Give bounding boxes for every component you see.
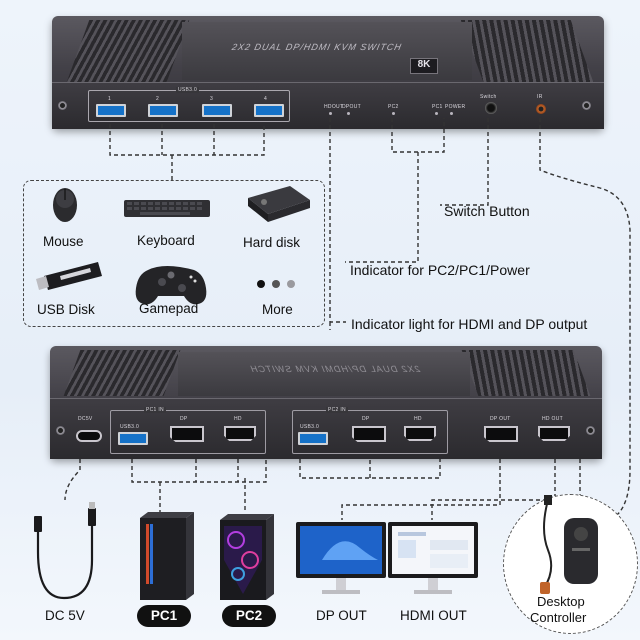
- pc2-dp-label: DP: [362, 416, 370, 422]
- heat-fins-left: [63, 350, 181, 396]
- usb-port-number-1: 1: [108, 96, 112, 102]
- dc-cable-icon: [34, 502, 96, 600]
- pc2-hd-label: HD: [414, 416, 422, 422]
- pc1-dp-port[interactable]: [170, 426, 204, 442]
- usb-port-2[interactable]: [148, 104, 178, 117]
- kvm-switch-top-view: 2X2 DUAL DP/HDMI KVM SWITCH 8K USB3.0 1 …: [52, 16, 604, 129]
- label-pc1: PC1: [137, 605, 191, 627]
- usb-port-number-4: 4: [264, 96, 268, 102]
- kvm-switch-rear-view: 2X2 DUAL DP/HDMI KVM SWITCH DC5V PC1 IN …: [50, 346, 602, 459]
- usb-port-4[interactable]: [254, 104, 284, 117]
- heat-fins-right: [461, 350, 591, 396]
- heat-fins-left: [66, 20, 190, 82]
- usb-connector-lines: [109, 124, 265, 180]
- led-pc2: [392, 112, 395, 115]
- usb-group-label: USB3.0: [176, 87, 200, 93]
- pc2-usb-port[interactable]: [298, 432, 328, 445]
- led-pc1: [435, 112, 438, 115]
- callout-indicator-output: Indicator light for HDMI and DP output: [351, 316, 588, 332]
- led-label-hdout: HDOUT: [324, 104, 344, 110]
- dp-out-port[interactable]: [484, 426, 518, 442]
- switch-button[interactable]: [485, 102, 497, 114]
- label-hdmi-out: HDMI OUT: [400, 608, 467, 623]
- pc1-in-label: PC1 IN: [144, 407, 166, 413]
- pc2-usb-label: USB3.0: [300, 424, 320, 430]
- pc2-dp-port[interactable]: [352, 426, 386, 442]
- screw-left-icon: [58, 101, 67, 110]
- ir-port[interactable]: [536, 104, 546, 114]
- hd-out-port[interactable]: [538, 426, 570, 441]
- led-callout-lines: [329, 118, 489, 330]
- led-label-dpout: DPOUT: [342, 104, 361, 110]
- pc2-hdmi-port[interactable]: [404, 426, 436, 441]
- pc1-dp-label: DP: [180, 416, 188, 422]
- label-desktop-controller-line2: Controller: [530, 610, 587, 625]
- peripheral-label-hard-disk: Hard disk: [243, 235, 301, 250]
- top-plate: [178, 352, 470, 396]
- label-dc-5v: DC 5V: [45, 608, 85, 623]
- label-pc2: PC2: [222, 605, 276, 627]
- badge-8k: 8K: [410, 58, 438, 74]
- screw-left-icon: [56, 426, 65, 435]
- label-desktop-controller-line1: Desktop: [537, 594, 585, 609]
- dc-usb-c-port[interactable]: [76, 430, 102, 442]
- usb-port-1[interactable]: [96, 104, 126, 117]
- led-dpout: [347, 112, 350, 115]
- label-dp-out: DP OUT: [316, 608, 367, 623]
- device-title-mirrored: 2X2 DUAL DP/HDMI KVM SWITCH: [248, 364, 421, 374]
- led-label-pc1: PC1: [432, 104, 443, 110]
- peripheral-label-gamepad: Gamepad: [139, 301, 199, 316]
- usb-port-number-2: 2: [156, 96, 160, 102]
- screw-right-icon: [582, 101, 591, 110]
- led-power: [450, 112, 453, 115]
- led-label-power: POWER: [445, 104, 466, 110]
- peripheral-label-keyboard: Keyboard: [137, 233, 195, 248]
- device-title: 2X2 DUAL DP/HDMI KVM SWITCH: [230, 42, 403, 52]
- pc1-tower-icon: [140, 512, 194, 600]
- peripherals-box: [23, 180, 325, 327]
- heat-fins-right: [460, 20, 594, 82]
- peripheral-label-usb-disk: USB Disk: [37, 302, 95, 317]
- pc1-hd-label: HD: [234, 416, 242, 422]
- switch-label: Switch: [480, 94, 497, 100]
- dc-port-label: DC5V: [78, 416, 93, 422]
- hdmi-out-monitor-icon: [388, 522, 478, 594]
- callout-switch-button: Switch Button: [444, 203, 530, 219]
- pc1-usb-port[interactable]: [118, 432, 148, 445]
- hd-out-label: HD OUT: [542, 416, 563, 422]
- pc1-in-group-frame: [110, 410, 266, 454]
- pc1-hdmi-port[interactable]: [224, 426, 256, 441]
- screw-right-icon: [586, 426, 595, 435]
- pc2-in-group-frame: [292, 410, 448, 454]
- pc1-usb-label: USB3.0: [120, 424, 140, 430]
- usb-port-number-3: 3: [210, 96, 214, 102]
- peripheral-label-mouse: Mouse: [43, 234, 84, 249]
- peripheral-label-more: More: [262, 302, 293, 317]
- dp-out-label: DP OUT: [490, 416, 511, 422]
- dp-out-monitor-icon: [296, 522, 386, 594]
- ir-label: IR: [537, 94, 543, 100]
- bottom-connector-lines: [64, 452, 581, 520]
- led-label-pc2: PC2: [388, 104, 399, 110]
- pc2-tower-icon: [220, 514, 274, 600]
- callout-indicator-pc: Indicator for PC2/PC1/Power: [350, 262, 530, 278]
- pc2-in-label: PC2 IN: [326, 407, 348, 413]
- usb-port-3[interactable]: [202, 104, 232, 117]
- led-hdout: [329, 112, 332, 115]
